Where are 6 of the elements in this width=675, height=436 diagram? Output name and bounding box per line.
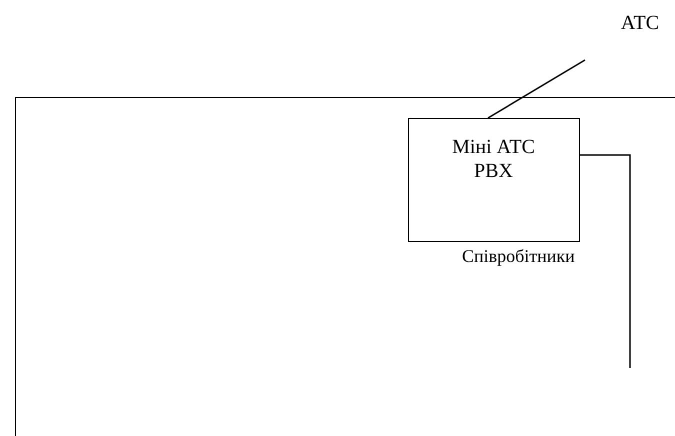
process-box: Міні АТС PBX [408,118,580,242]
callout-label: АТС [620,12,660,35]
leader-line [488,59,586,119]
frame-outline [15,97,675,436]
caption-text: Співробітники [462,246,575,267]
connector-line [580,154,631,368]
